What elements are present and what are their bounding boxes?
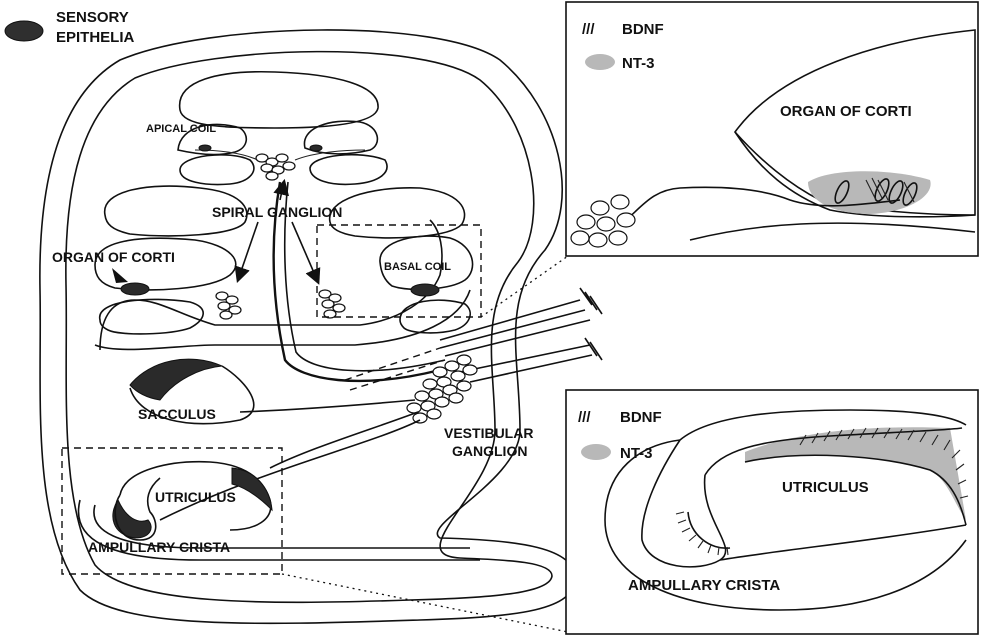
nerve-fiber-2 <box>440 310 585 348</box>
inset-top-organ-label: ORGAN OF CORTI <box>780 103 912 120</box>
ganglion-cluster-left <box>216 292 241 319</box>
ampullary-crista-label: AMPULLARY CRISTA <box>88 539 230 555</box>
ganglion-cluster-right <box>319 290 345 318</box>
inset-top: /// BDNF NT-3 ORGAN OF CORTI <box>566 2 978 256</box>
crista-epithelium <box>113 500 151 538</box>
utriculus-main: UTRICULUS AMPULLARY CRISTA <box>79 462 481 560</box>
inset-bottom-nt3-swatch <box>581 444 611 460</box>
nerve-fiber-4 <box>460 345 590 372</box>
basal-lower-left <box>100 299 204 333</box>
organ-of-corti-pointer <box>112 268 128 283</box>
nerve-fiber-3 <box>445 320 590 356</box>
vestibule-callout-box <box>62 448 282 574</box>
inset-top-bdnf-symbol: /// <box>582 21 595 38</box>
main-legend: SENSORY EPITHELIA <box>5 9 135 46</box>
arrow-to-left-ganglion <box>238 222 258 280</box>
apical-lower-left <box>180 155 254 185</box>
fiber-to-crista <box>160 420 420 520</box>
apical-chamber-top <box>180 72 378 128</box>
ganglion-cluster-top <box>256 154 295 180</box>
inset-top-nt3-label: NT-3 <box>622 55 655 72</box>
inset-top-bdnf-label: BDNF <box>622 21 664 38</box>
inner-ear-outline <box>40 30 575 623</box>
inset-bottom-frame <box>566 390 978 634</box>
inset-bottom: /// BDNF NT-3 UTRICULUS AMPULLARY CRISTA <box>566 390 978 634</box>
sacculus: SACCULUS <box>130 359 254 424</box>
legend-sensory-label: SENSORY <box>56 9 129 26</box>
organ-of-corti-epithelium-left <box>121 283 149 295</box>
basal-coil-label: BASAL COIL <box>384 261 451 273</box>
nerve-fiber-5 <box>470 355 592 382</box>
spiral-ganglion-clusters <box>216 154 345 319</box>
vestibular-label: VESTIBULAR <box>444 425 533 441</box>
inset-top-nt3-swatch <box>585 54 615 70</box>
apical-coil-label: APICAL COIL <box>146 123 216 135</box>
arrow-to-right-ganglion <box>292 222 318 282</box>
inset-bottom-utriculus-label: UTRICULUS <box>782 479 869 496</box>
organ-of-corti-callout: ORGAN OF CORTI <box>52 249 175 283</box>
inset-bottom-bdnf-label: BDNF <box>620 409 662 426</box>
vestibular-ganglion: VESTIBULAR GANGLION <box>407 355 533 459</box>
utriculus-label: UTRICULUS <box>155 489 236 505</box>
apical-epithelium-left <box>199 145 211 151</box>
ganglion-label: GANGLION <box>452 443 527 459</box>
utriculus-epithelium <box>232 468 272 510</box>
apical-epithelium-right <box>310 145 322 151</box>
sacculus-epithelium <box>130 359 222 400</box>
inner-capsule <box>66 52 552 603</box>
fiber-to-utriculus <box>270 412 418 468</box>
middle-chamber-right <box>330 188 465 238</box>
sensory-epithelia-swatch <box>5 21 43 41</box>
outer-capsule <box>40 30 575 623</box>
sacculus-label: SACCULUS <box>138 406 216 422</box>
inset-bottom-bdnf-symbol: /// <box>578 409 591 426</box>
organ-of-corti-label: ORGAN OF CORTI <box>52 249 175 265</box>
apical-lower-right <box>310 155 387 185</box>
legend-epithelia-label: EPITHELIA <box>56 29 135 46</box>
organ-of-corti-epithelium-right <box>411 284 439 296</box>
inset-bottom-nt3-label: NT-3 <box>620 445 653 462</box>
inset-bottom-crista-label: AMPULLARY CRISTA <box>628 577 780 594</box>
fiber-to-sacculus <box>240 400 415 412</box>
